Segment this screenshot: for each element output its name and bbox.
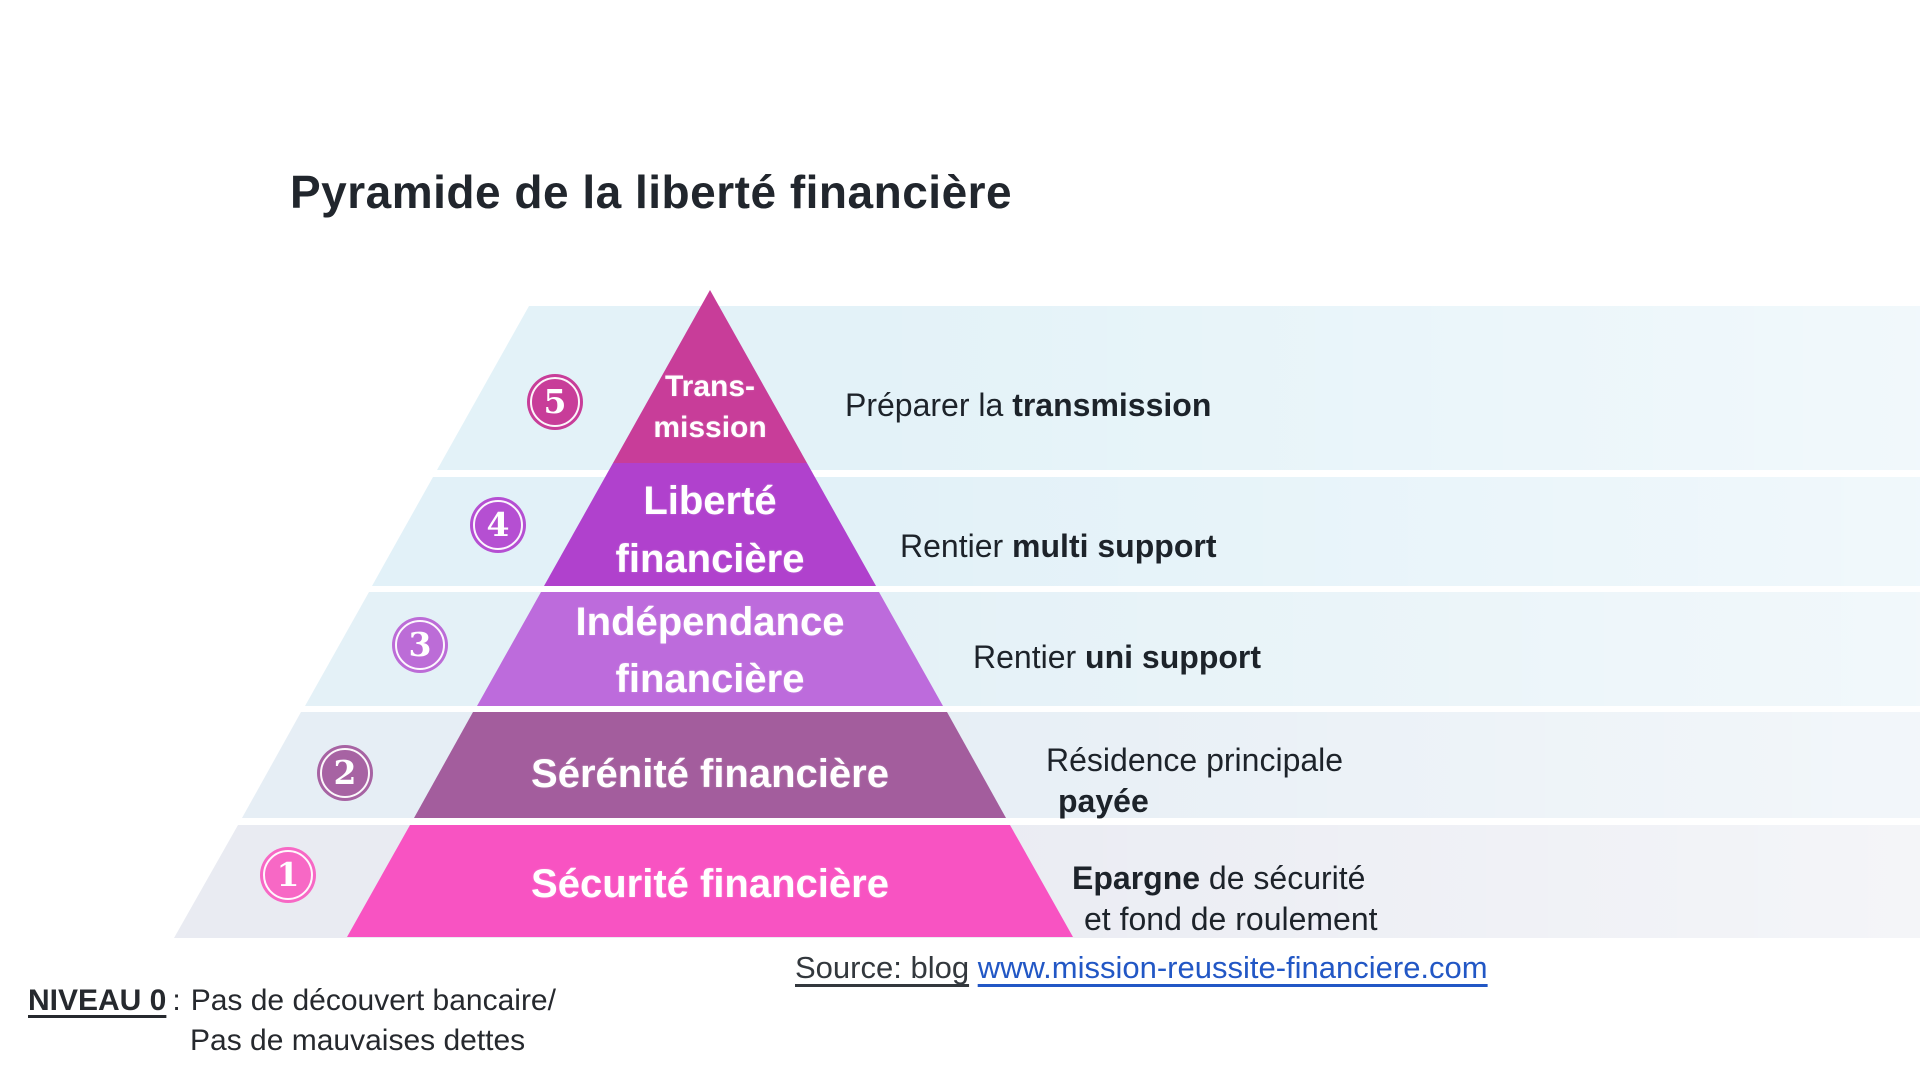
level-3-badge: 3: [392, 617, 448, 673]
level-1-number: 1: [276, 854, 300, 894]
segment-1-label: Sécurité financière: [531, 862, 889, 906]
level-4-badge: 4: [470, 497, 526, 553]
level-1-desc-bold: Epargne: [1072, 860, 1201, 896]
level-1-desc-line1-rest: de sécurité: [1200, 860, 1366, 896]
niveau0-label: NIVEAU 0: [28, 984, 167, 1017]
segment-5-label: Trans- mission: [653, 366, 766, 448]
page-title: Pyramide de la liberté financière: [290, 165, 1013, 218]
segment-2-label: Sérénité financière: [531, 752, 889, 796]
level-5-number: 5: [543, 381, 567, 421]
source-line: Source: blog www.mission-reussite-financ…: [795, 950, 1488, 986]
segment-3-label: Indépendance financière: [576, 594, 845, 708]
level-4-desc-normal: Rentier: [900, 528, 1013, 564]
niveau0-text2: Pas de mauvaises dettes: [190, 1024, 526, 1057]
level-4-number: 4: [486, 504, 510, 544]
segment-3-label-line2: financière: [615, 657, 805, 701]
source-label: Source: blog: [795, 950, 970, 985]
level-5-desc-normal: Préparer la: [845, 387, 1013, 423]
level-2-number: 2: [333, 752, 357, 792]
level-3-description: Rentier uni support: [973, 637, 1261, 678]
level-2-desc-line2: payée: [1058, 783, 1149, 819]
level-2-description: Résidence principale payée: [1046, 740, 1343, 822]
segment-5-label-line1: Trans-: [664, 370, 756, 403]
level-3-desc-bold: uni support: [1085, 639, 1262, 675]
level-5-badge: 5: [527, 374, 583, 430]
segment-4-label: Liberté financière: [616, 472, 805, 588]
level-4-desc-bold: multi support: [1012, 528, 1217, 564]
niveau0-text1: Pas de découvert bancaire/: [190, 984, 556, 1017]
niveau0-separator: :: [172, 984, 181, 1017]
segment-3-label-line1: Indépendance: [575, 600, 845, 644]
level-1-description: Epargne de sécurité et fond de roulement: [1072, 858, 1378, 940]
level-1-desc-line2: et fond de roulement: [1084, 901, 1378, 937]
level-5-description: Préparer la transmission: [845, 385, 1211, 426]
segment-4-label-line2: financière: [615, 537, 805, 581]
source-link[interactable]: www.mission-reussite-financiere.com: [977, 950, 1488, 985]
level-4-description: Rentier multi support: [900, 526, 1216, 567]
level-2-desc-line1: Résidence principale: [1046, 742, 1344, 778]
segment-4-label-line1: Liberté: [643, 479, 777, 523]
level-2-badge: 2: [317, 745, 373, 801]
niveau0-note-line1: NIVEAU 0: Pas de découvert bancaire/: [28, 984, 556, 1018]
level-1-badge: 1: [260, 847, 316, 903]
level-3-number: 3: [408, 624, 432, 664]
level-3-desc-normal: Rentier: [973, 639, 1086, 675]
niveau0-note-line2: Pas de mauvaises dettes: [190, 1024, 525, 1058]
segment-5-label-line2: mission: [653, 411, 767, 444]
level-5-desc-bold: transmission: [1012, 387, 1212, 423]
